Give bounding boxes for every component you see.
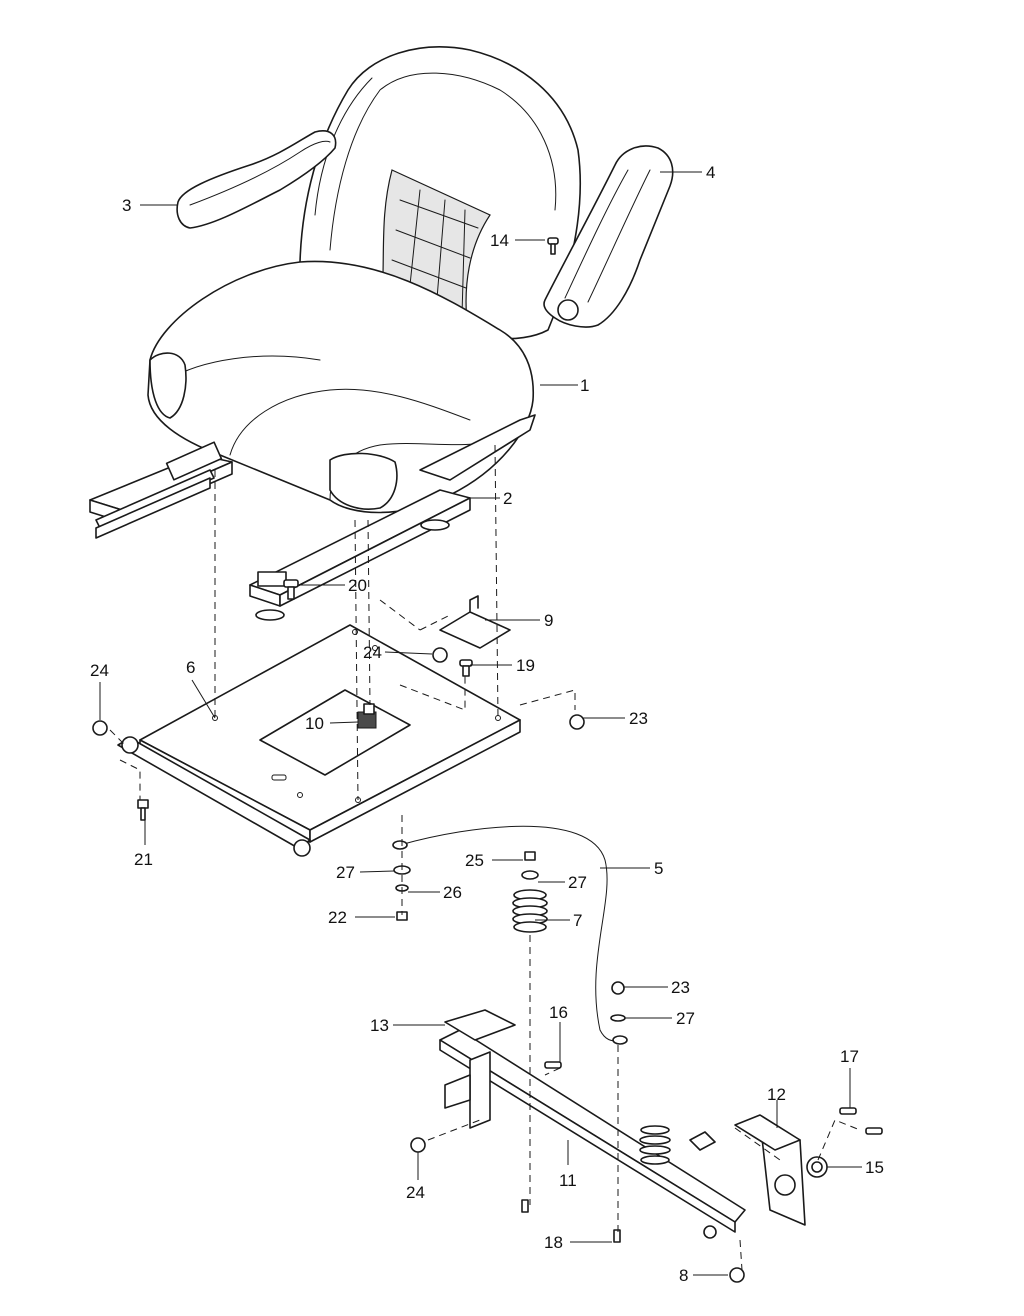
callout-22: 22 bbox=[328, 908, 347, 927]
callout-9: 9 bbox=[544, 611, 553, 630]
callout-19: 19 bbox=[516, 656, 535, 675]
callout-6: 6 bbox=[186, 658, 195, 677]
callout-18: 18 bbox=[544, 1233, 563, 1252]
callout-5: 5 bbox=[654, 859, 663, 878]
callout-labels: 1 2 3 4 5 6 7 8 9 10 11 12 13 14 15 16 1… bbox=[90, 163, 884, 1285]
rail-foot bbox=[255, 609, 285, 621]
seat-cushion bbox=[147, 260, 535, 514]
lower-hardware bbox=[410, 1061, 883, 1283]
callout-15: 15 bbox=[865, 1158, 884, 1177]
seat-mounting-plate bbox=[117, 624, 521, 857]
seat-switch bbox=[357, 703, 377, 729]
rail-foot bbox=[420, 519, 450, 531]
cushion-front-roll bbox=[329, 452, 398, 510]
pivot-frame bbox=[439, 1009, 828, 1233]
callout-2: 2 bbox=[503, 489, 512, 508]
spring bbox=[512, 889, 548, 933]
backrest-seam bbox=[329, 72, 557, 251]
callout-23-upper: 23 bbox=[629, 709, 648, 728]
callout-10: 10 bbox=[305, 714, 324, 733]
callout-8: 8 bbox=[679, 1266, 688, 1285]
callout-24-plate: 24 bbox=[363, 643, 382, 662]
callout-23-lower: 23 bbox=[671, 978, 690, 997]
callout-26: 26 bbox=[443, 883, 462, 902]
armrest-left bbox=[176, 130, 337, 229]
armrest-right bbox=[543, 145, 674, 328]
callout-12: 12 bbox=[767, 1085, 786, 1104]
callout-11: 11 bbox=[559, 1171, 577, 1190]
cushion-side-roll bbox=[149, 352, 187, 419]
callout-25: 25 bbox=[465, 851, 484, 870]
seat-pan bbox=[419, 414, 536, 481]
callout-27-middle: 27 bbox=[568, 873, 587, 892]
callout-27-lower: 27 bbox=[676, 1009, 695, 1028]
callout-27-left: 27 bbox=[336, 863, 355, 882]
callout-17: 17 bbox=[840, 1047, 859, 1066]
leader-lines bbox=[99, 171, 862, 1276]
callout-16: 16 bbox=[549, 1003, 568, 1022]
seat-assembly bbox=[147, 46, 582, 514]
seat-slide-rails bbox=[89, 441, 471, 621]
alignment-lines bbox=[109, 444, 861, 1271]
callout-4: 4 bbox=[706, 163, 715, 182]
callout-13: 13 bbox=[370, 1016, 389, 1035]
callout-1: 1 bbox=[580, 376, 589, 395]
plate-hardware bbox=[92, 579, 585, 821]
seat-cable bbox=[399, 825, 619, 1042]
callout-20: 20 bbox=[348, 576, 367, 595]
callout-7: 7 bbox=[573, 911, 582, 930]
callout-24-left: 24 bbox=[90, 661, 109, 680]
switch-bracket bbox=[439, 595, 511, 649]
callout-21: 21 bbox=[134, 850, 153, 869]
callout-14: 14 bbox=[490, 231, 509, 250]
callout-24-lower: 24 bbox=[406, 1183, 425, 1202]
callout-3: 3 bbox=[122, 196, 131, 215]
